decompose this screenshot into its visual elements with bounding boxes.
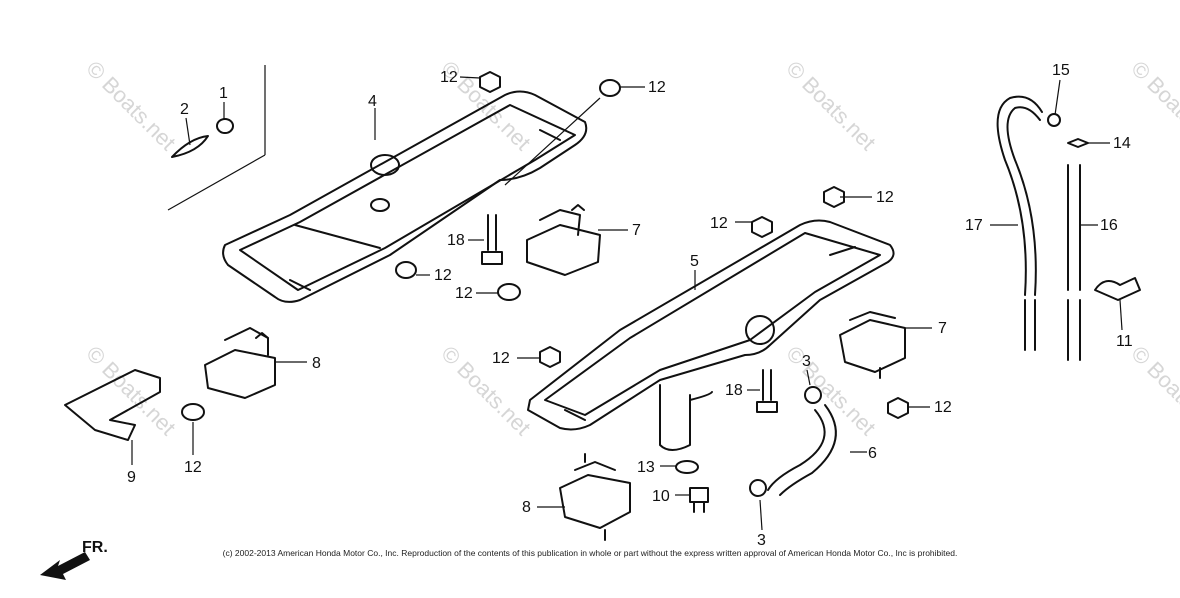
callout-2: 2 — [180, 101, 189, 118]
part-8-mount-left — [204, 327, 276, 399]
watermark: © Boats.net — [781, 56, 880, 155]
part-4-upper-tray — [222, 90, 588, 303]
callout-6: 6 — [868, 445, 877, 462]
callout-14: 14 — [1113, 135, 1131, 152]
callout-12: 12 — [492, 350, 510, 367]
part-10-bolt — [689, 487, 709, 513]
callouts: 1 2 4 12 12 12 12 12 12 12 12 12 18 18 7… — [127, 62, 1133, 549]
part-11-clip — [1094, 277, 1141, 301]
inset-frame — [167, 65, 266, 211]
part-5-lower-tray — [527, 219, 895, 451]
part-3-clamp-upper — [804, 386, 822, 404]
copyright-notice: (c) 2002-2013 American Honda Motor Co., … — [222, 548, 958, 558]
watermark: © Boats.net — [1126, 341, 1180, 440]
front-arrow-icon: FR. — [40, 539, 108, 580]
part-16-hose — [1067, 164, 1081, 361]
watermark: © Boats.net — [81, 56, 180, 155]
callout-15: 15 — [1052, 62, 1070, 79]
watermark: © Boats.net — [1126, 56, 1180, 155]
part-15-clamp — [1047, 113, 1061, 127]
callout-3: 3 — [802, 353, 811, 370]
callout-11: 11 — [1116, 333, 1133, 350]
part-12-nuts — [181, 71, 909, 421]
part-9-bracket — [64, 369, 161, 441]
callout-4: 4 — [368, 93, 377, 110]
callout-10: 10 — [652, 488, 670, 505]
callout-3: 3 — [757, 532, 766, 549]
watermark: © Boats.net — [781, 341, 880, 440]
part-17-hose — [996, 95, 1043, 351]
part-18-bolt-lower — [756, 369, 778, 413]
callout-12: 12 — [648, 79, 666, 96]
callout-12: 12 — [934, 399, 952, 416]
callout-7: 7 — [632, 222, 641, 239]
callout-12: 12 — [876, 189, 894, 206]
callout-12: 12 — [440, 69, 458, 86]
part-7-mount-right — [839, 311, 906, 379]
part-6-hose — [767, 404, 837, 496]
part-8-mount-bottom — [559, 453, 631, 541]
part-2-seal — [171, 135, 209, 158]
callout-5: 5 — [690, 253, 699, 270]
part-1-plug — [216, 118, 234, 134]
callout-7: 7 — [938, 320, 947, 337]
part-3-clamp-lower — [749, 479, 767, 497]
front-marker: FR. — [82, 539, 108, 556]
callout-12: 12 — [710, 215, 728, 232]
part-18-bolt-upper — [481, 214, 503, 265]
watermark: © Boats.net — [436, 341, 535, 440]
part-14-fitting — [1067, 138, 1089, 148]
part-7-mount-upper — [526, 204, 601, 276]
callout-8: 8 — [312, 355, 321, 372]
callout-17: 17 — [965, 217, 983, 234]
leader-lines — [131, 76, 1123, 531]
callout-16: 16 — [1100, 217, 1118, 234]
callout-13: 13 — [637, 459, 655, 476]
callout-8: 8 — [522, 499, 531, 516]
callout-18: 18 — [447, 232, 465, 249]
callout-18: 18 — [725, 382, 743, 399]
callout-9: 9 — [127, 469, 136, 486]
callout-12: 12 — [184, 459, 202, 476]
part-13-washer — [675, 460, 699, 474]
callout-12: 12 — [455, 285, 473, 302]
callout-1: 1 — [219, 85, 228, 102]
callout-12: 12 — [434, 267, 452, 284]
